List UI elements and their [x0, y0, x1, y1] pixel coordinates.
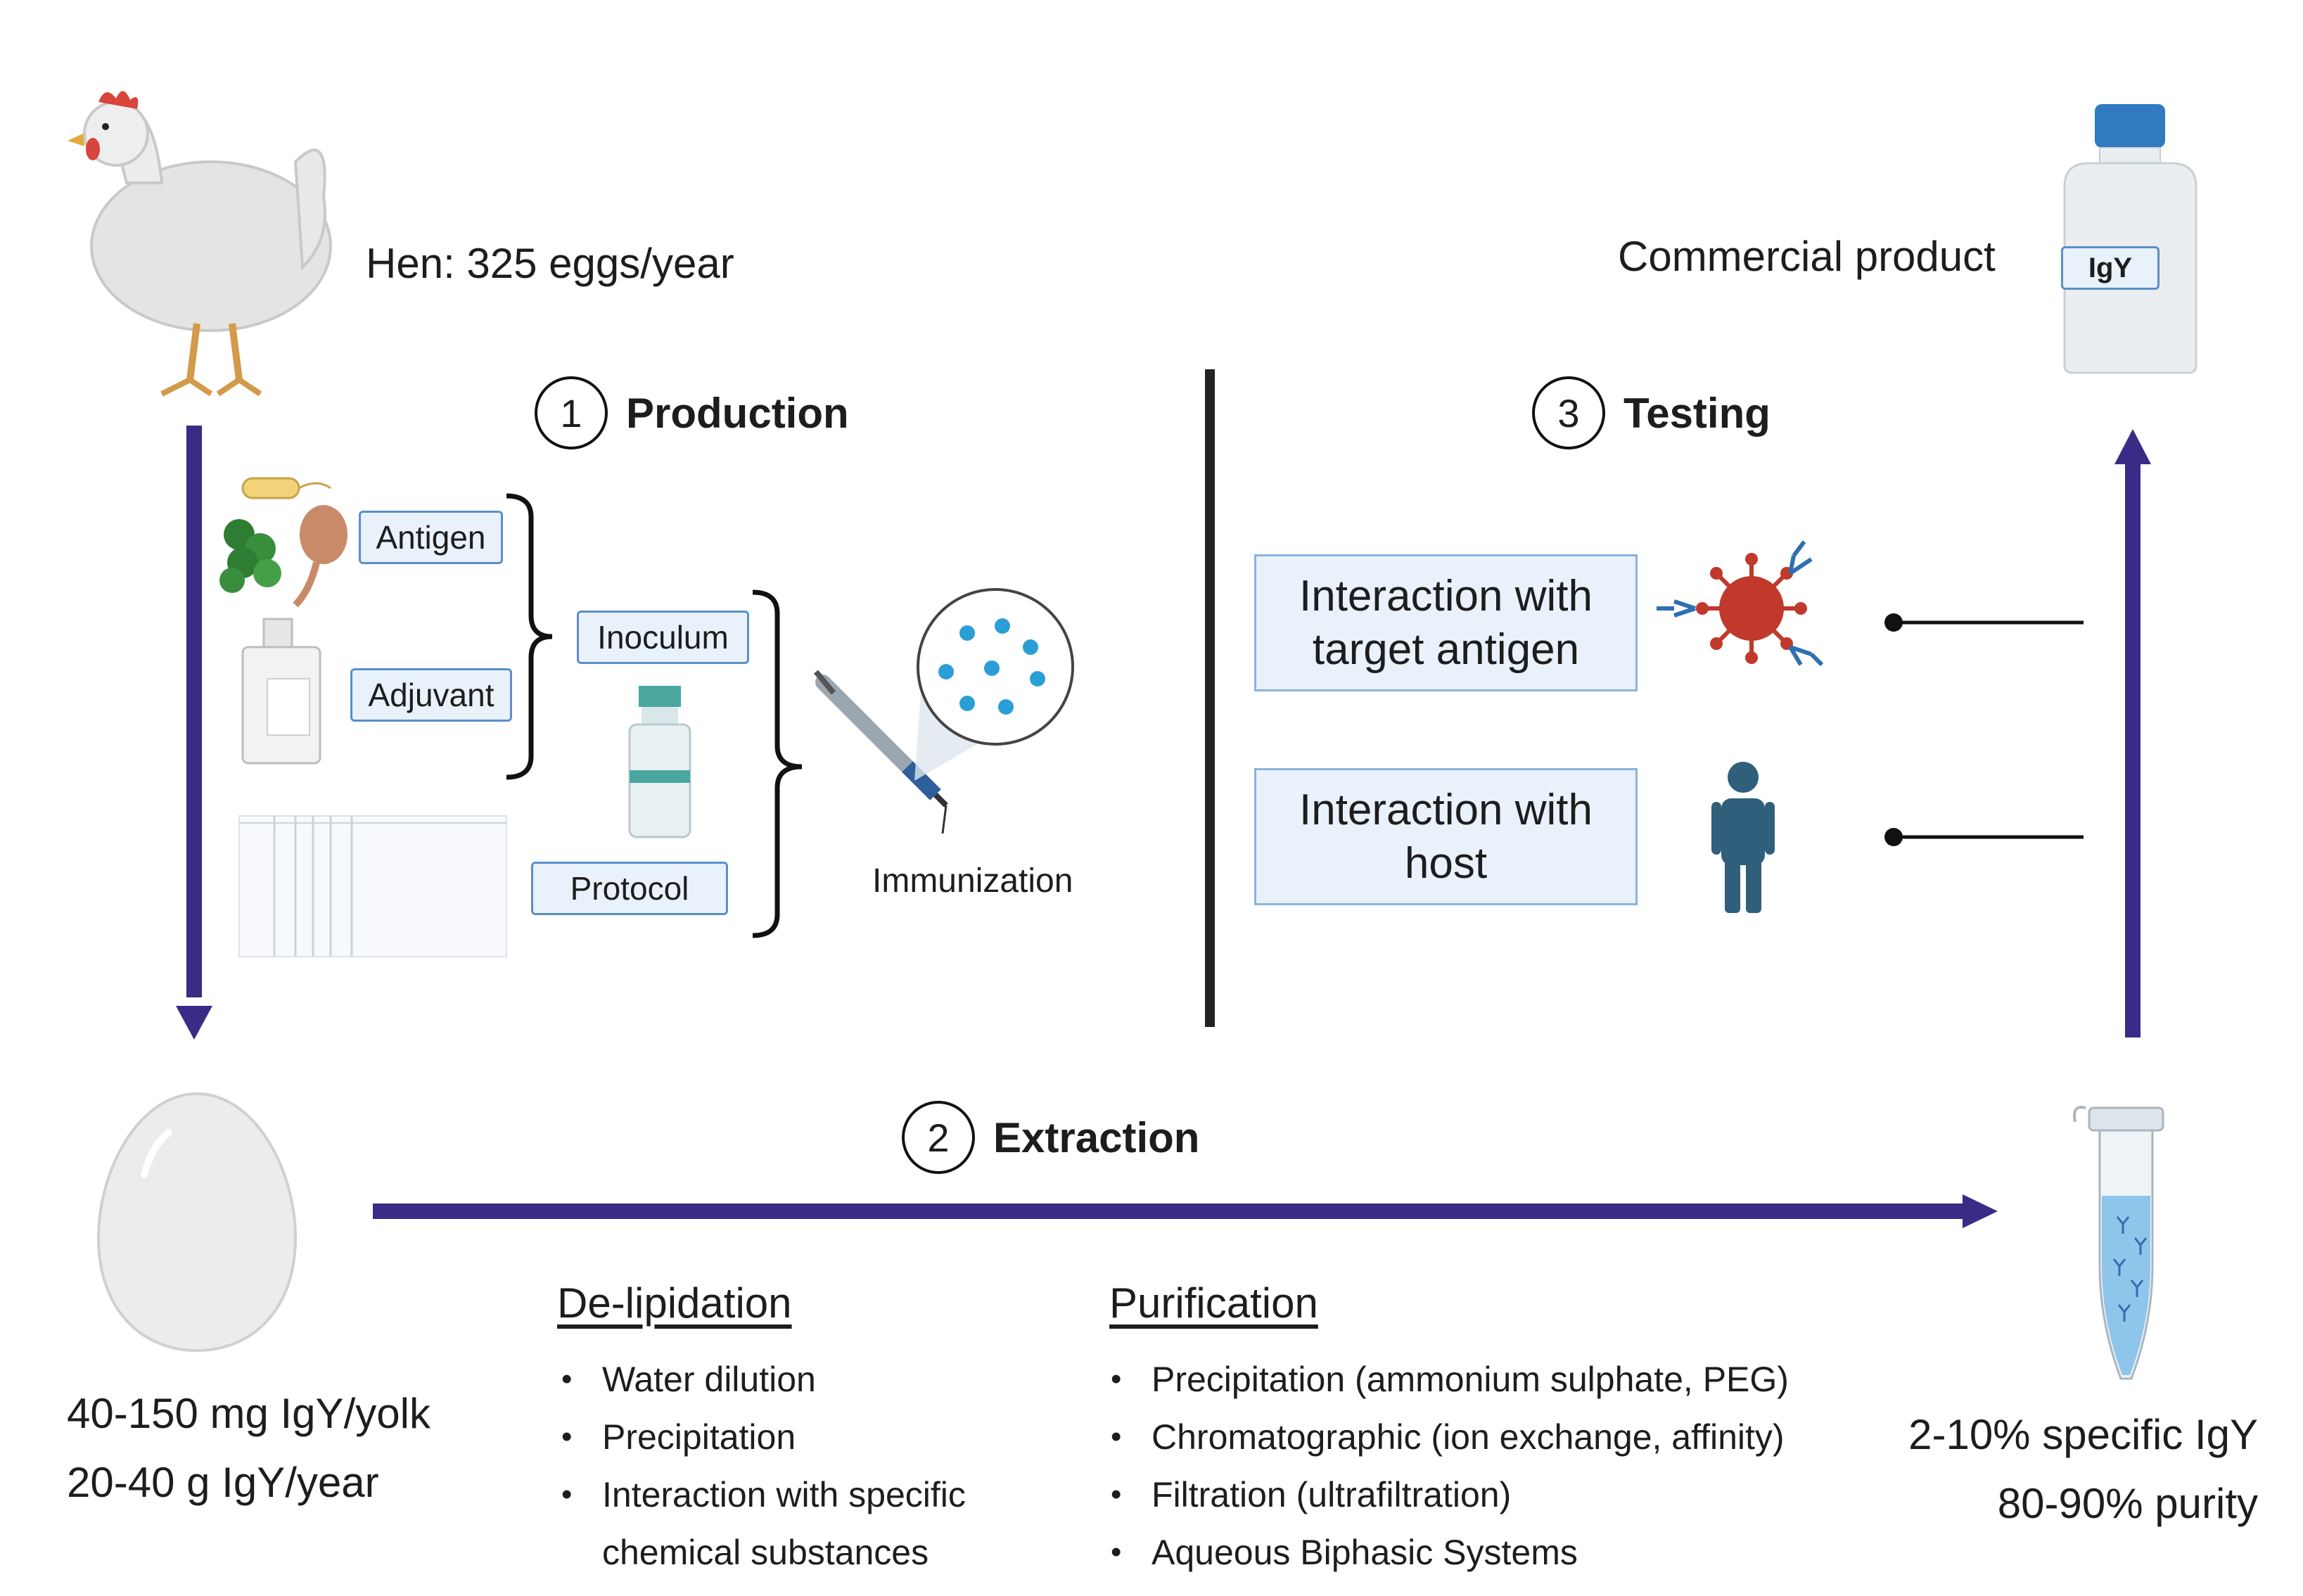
arrow-down-head [176, 1006, 212, 1040]
arrow-extraction-head [1963, 1194, 1998, 1228]
step-number: 2 [902, 1101, 975, 1174]
protocol-box: Protocol [531, 862, 728, 915]
list-item: Interaction with specific [561, 1466, 966, 1524]
brace-1 [506, 493, 553, 780]
egg-yield-line1: 40-150 mg IgY/yolk [67, 1390, 430, 1437]
brace-2 [752, 589, 803, 938]
antigen-icon [219, 477, 347, 608]
box-line: host [1404, 838, 1488, 888]
step-extraction: 2 Extraction [902, 1101, 1199, 1174]
list-item: Chromatographic (ion exchange, affinity) [1111, 1408, 1789, 1466]
tube-label-line2: 80-90% purity [1997, 1480, 2258, 1527]
connector-host [1884, 828, 2084, 846]
vial-icon [628, 686, 691, 838]
bottle-label: IgY [2061, 246, 2160, 290]
box-line: Interaction with [1299, 785, 1593, 834]
magnified-inoculum-icon [914, 588, 1074, 781]
protocol-sheet-icon [238, 815, 507, 957]
commercial-bottle-icon [2063, 104, 2197, 374]
connector-antigen [1884, 613, 2084, 632]
egg-icon [96, 1092, 298, 1353]
list-item: Precipitation (ammonium sulphate, PEG) [1111, 1351, 1789, 1408]
egg-yield-line2: 20-40 g IgY/year [67, 1459, 379, 1506]
step-title: Extraction [993, 1113, 1200, 1161]
delipidation-heading: De-lipidation [557, 1279, 792, 1327]
delipidation-list: Water dilution Precipitation Interaction… [557, 1351, 966, 1581]
hen-label: Hen: 325 eggs/year [366, 240, 734, 287]
list-item: Filtration (ultrafiltration) [1111, 1466, 1789, 1524]
step-number: 1 [535, 376, 608, 449]
interaction-target-antigen-box: Interaction with target antigen [1254, 554, 1638, 691]
box-line: Interaction with [1299, 571, 1593, 620]
interaction-host-box: Interaction with host [1254, 768, 1638, 905]
immunization-label: Immunization [872, 862, 1073, 900]
hen-icon [68, 91, 332, 397]
list-item: Water dilution [561, 1351, 966, 1408]
step-testing: 3 Testing [1532, 376, 1771, 449]
virus-antibody-icon [1657, 540, 1824, 667]
list-item: chemical substances [602, 1533, 929, 1572]
adjuvant-box: Adjuvant [350, 668, 512, 722]
tube-icon [2073, 1106, 2164, 1380]
commercial-product-label: Commercial product [1618, 233, 1996, 280]
person-icon [1711, 762, 1775, 913]
box-line: target antigen [1312, 625, 1580, 674]
step-number: 3 [1532, 376, 1605, 449]
list-item: Precipitation [561, 1408, 966, 1466]
tube-label-line1: 2-10% specific IgY [1908, 1411, 2258, 1458]
step-title: Production [626, 389, 849, 437]
inoculum-box: Inoculum [577, 611, 749, 664]
purification-list: Precipitation (ammonium sulphate, PEG) C… [1106, 1351, 1789, 1581]
step-title: Testing [1623, 389, 1771, 437]
purification-heading: Purification [1109, 1279, 1318, 1327]
adjuvant-bottle-icon [241, 618, 321, 765]
list-item: Aqueous Biphasic Systems [1111, 1524, 1789, 1581]
arrow-up-head [2114, 429, 2151, 464]
antigen-box: Antigen [359, 511, 503, 564]
syringe-icon [813, 670, 948, 834]
step-production: 1 Production [535, 376, 849, 449]
